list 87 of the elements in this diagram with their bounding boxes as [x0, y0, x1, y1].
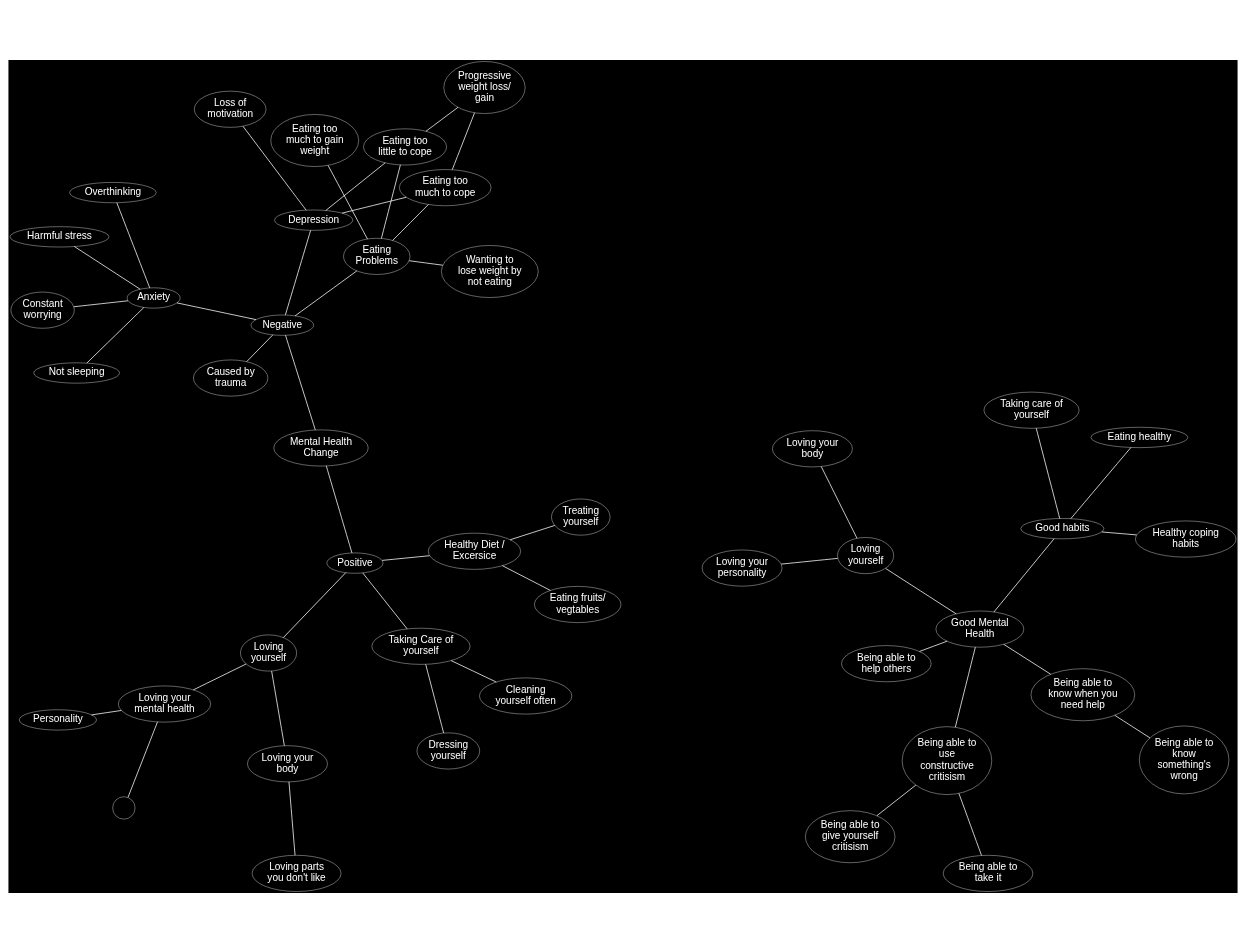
- node-ellipse: Constant worrying: [10, 291, 75, 328]
- node-ellipse: Depression: [274, 209, 353, 231]
- node-ellipse: Wanting to lose weight by not eating: [441, 244, 539, 298]
- node-ellipse: Personality: [19, 709, 97, 730]
- node-ellipse: Taking care of yourself: [983, 391, 1080, 429]
- node-ellipse: Progressive weight loss/ gain: [443, 60, 526, 114]
- connector: [993, 537, 1055, 612]
- node-ellipse: Good Mental Health: [935, 610, 1024, 647]
- connector: [86, 306, 145, 363]
- node-ellipse: Good habits: [1020, 517, 1105, 539]
- node-ellipse: Being able to take it: [943, 854, 1034, 892]
- connector: [820, 465, 858, 539]
- connector: [425, 663, 444, 733]
- node-ellipse: Eating too little to cope: [363, 128, 447, 165]
- connector: [127, 721, 158, 798]
- connector: [425, 106, 459, 132]
- node-ellipse: Harmful stress: [9, 225, 110, 247]
- connector: [271, 670, 285, 746]
- connector: [246, 333, 274, 362]
- connector: [958, 792, 982, 856]
- node-ellipse: Loving yourself: [837, 536, 894, 574]
- connector: [327, 164, 368, 239]
- connector: [73, 245, 141, 290]
- node-circle: [112, 796, 136, 819]
- node-ellipse: Positive: [326, 552, 384, 573]
- connector: [325, 465, 353, 553]
- connector: [362, 572, 408, 629]
- connector: [285, 229, 312, 315]
- node-ellipse: Treating yourself: [551, 498, 611, 535]
- node-ellipse: Taking Care of yourself: [371, 627, 471, 665]
- node-ellipse: Caused by trauma: [193, 359, 269, 396]
- connector: [509, 524, 556, 540]
- node-ellipse: Eating healthy: [1090, 426, 1189, 448]
- connector: [1114, 714, 1151, 738]
- node-ellipse: Loving your personality: [701, 549, 783, 586]
- node-ellipse: Healthy coping habits: [1135, 520, 1237, 557]
- connector: [885, 567, 957, 614]
- node-ellipse: Loving your mental health: [118, 685, 211, 722]
- node-ellipse: Healthy Diet / Excersice: [428, 532, 521, 570]
- connector: [1101, 531, 1138, 535]
- node-ellipse: Being able to know something's wrong: [1139, 725, 1230, 794]
- connector: [325, 161, 386, 211]
- node-ellipse: Anxiety: [126, 287, 181, 308]
- node-ellipse: Loving parts you don't like: [251, 854, 342, 892]
- node-ellipse: Overthinking: [69, 181, 157, 203]
- node-ellipse: Dressing yourself: [416, 732, 480, 769]
- connector: [876, 784, 917, 816]
- node-ellipse: Loving your body: [247, 744, 328, 782]
- connector: [780, 557, 839, 564]
- connector: [192, 663, 247, 690]
- connector: [282, 571, 347, 638]
- connector: [381, 554, 430, 561]
- connector: [502, 564, 551, 591]
- connector: [408, 259, 444, 266]
- connector: [285, 334, 316, 430]
- node-ellipse: Eating Problems: [343, 237, 411, 275]
- node-ellipse: Not sleeping: [33, 362, 120, 383]
- connector: [1035, 427, 1061, 519]
- node-ellipse: Being able to use constructive critisism: [901, 725, 992, 795]
- connector: [451, 111, 475, 170]
- connector: [294, 270, 358, 316]
- connector: [176, 302, 257, 320]
- connector: [288, 781, 296, 856]
- node-ellipse: Negative: [250, 314, 314, 336]
- node-ellipse: Loss of motivation: [194, 90, 267, 128]
- connector: [1003, 643, 1052, 675]
- node-ellipse: Loving yourself: [240, 634, 297, 671]
- connector: [381, 164, 401, 239]
- node-ellipse: Being able to know when you need help: [1030, 668, 1135, 721]
- connector: [341, 196, 407, 214]
- connector: [450, 659, 497, 682]
- connector: [73, 299, 129, 307]
- node-ellipse: Mental Health Change: [273, 429, 369, 466]
- connector: [242, 125, 307, 211]
- node-ellipse: Eating too much to gain weight: [270, 113, 359, 167]
- node-ellipse: Being able to give yourself critisism: [805, 809, 896, 863]
- node-ellipse: Eating too much to cope: [399, 168, 492, 206]
- connector: [1070, 446, 1132, 519]
- node-ellipse: Eating fruits/ vegtables: [534, 585, 622, 623]
- node-ellipse: Being able to help others: [841, 644, 932, 682]
- connector: [954, 646, 976, 728]
- connector: [116, 201, 151, 288]
- connector: [392, 203, 429, 241]
- connector: [91, 709, 122, 715]
- node-ellipse: Loving your body: [772, 430, 853, 467]
- node-ellipse: Cleaning yourself often: [479, 677, 573, 714]
- connector: [919, 640, 948, 652]
